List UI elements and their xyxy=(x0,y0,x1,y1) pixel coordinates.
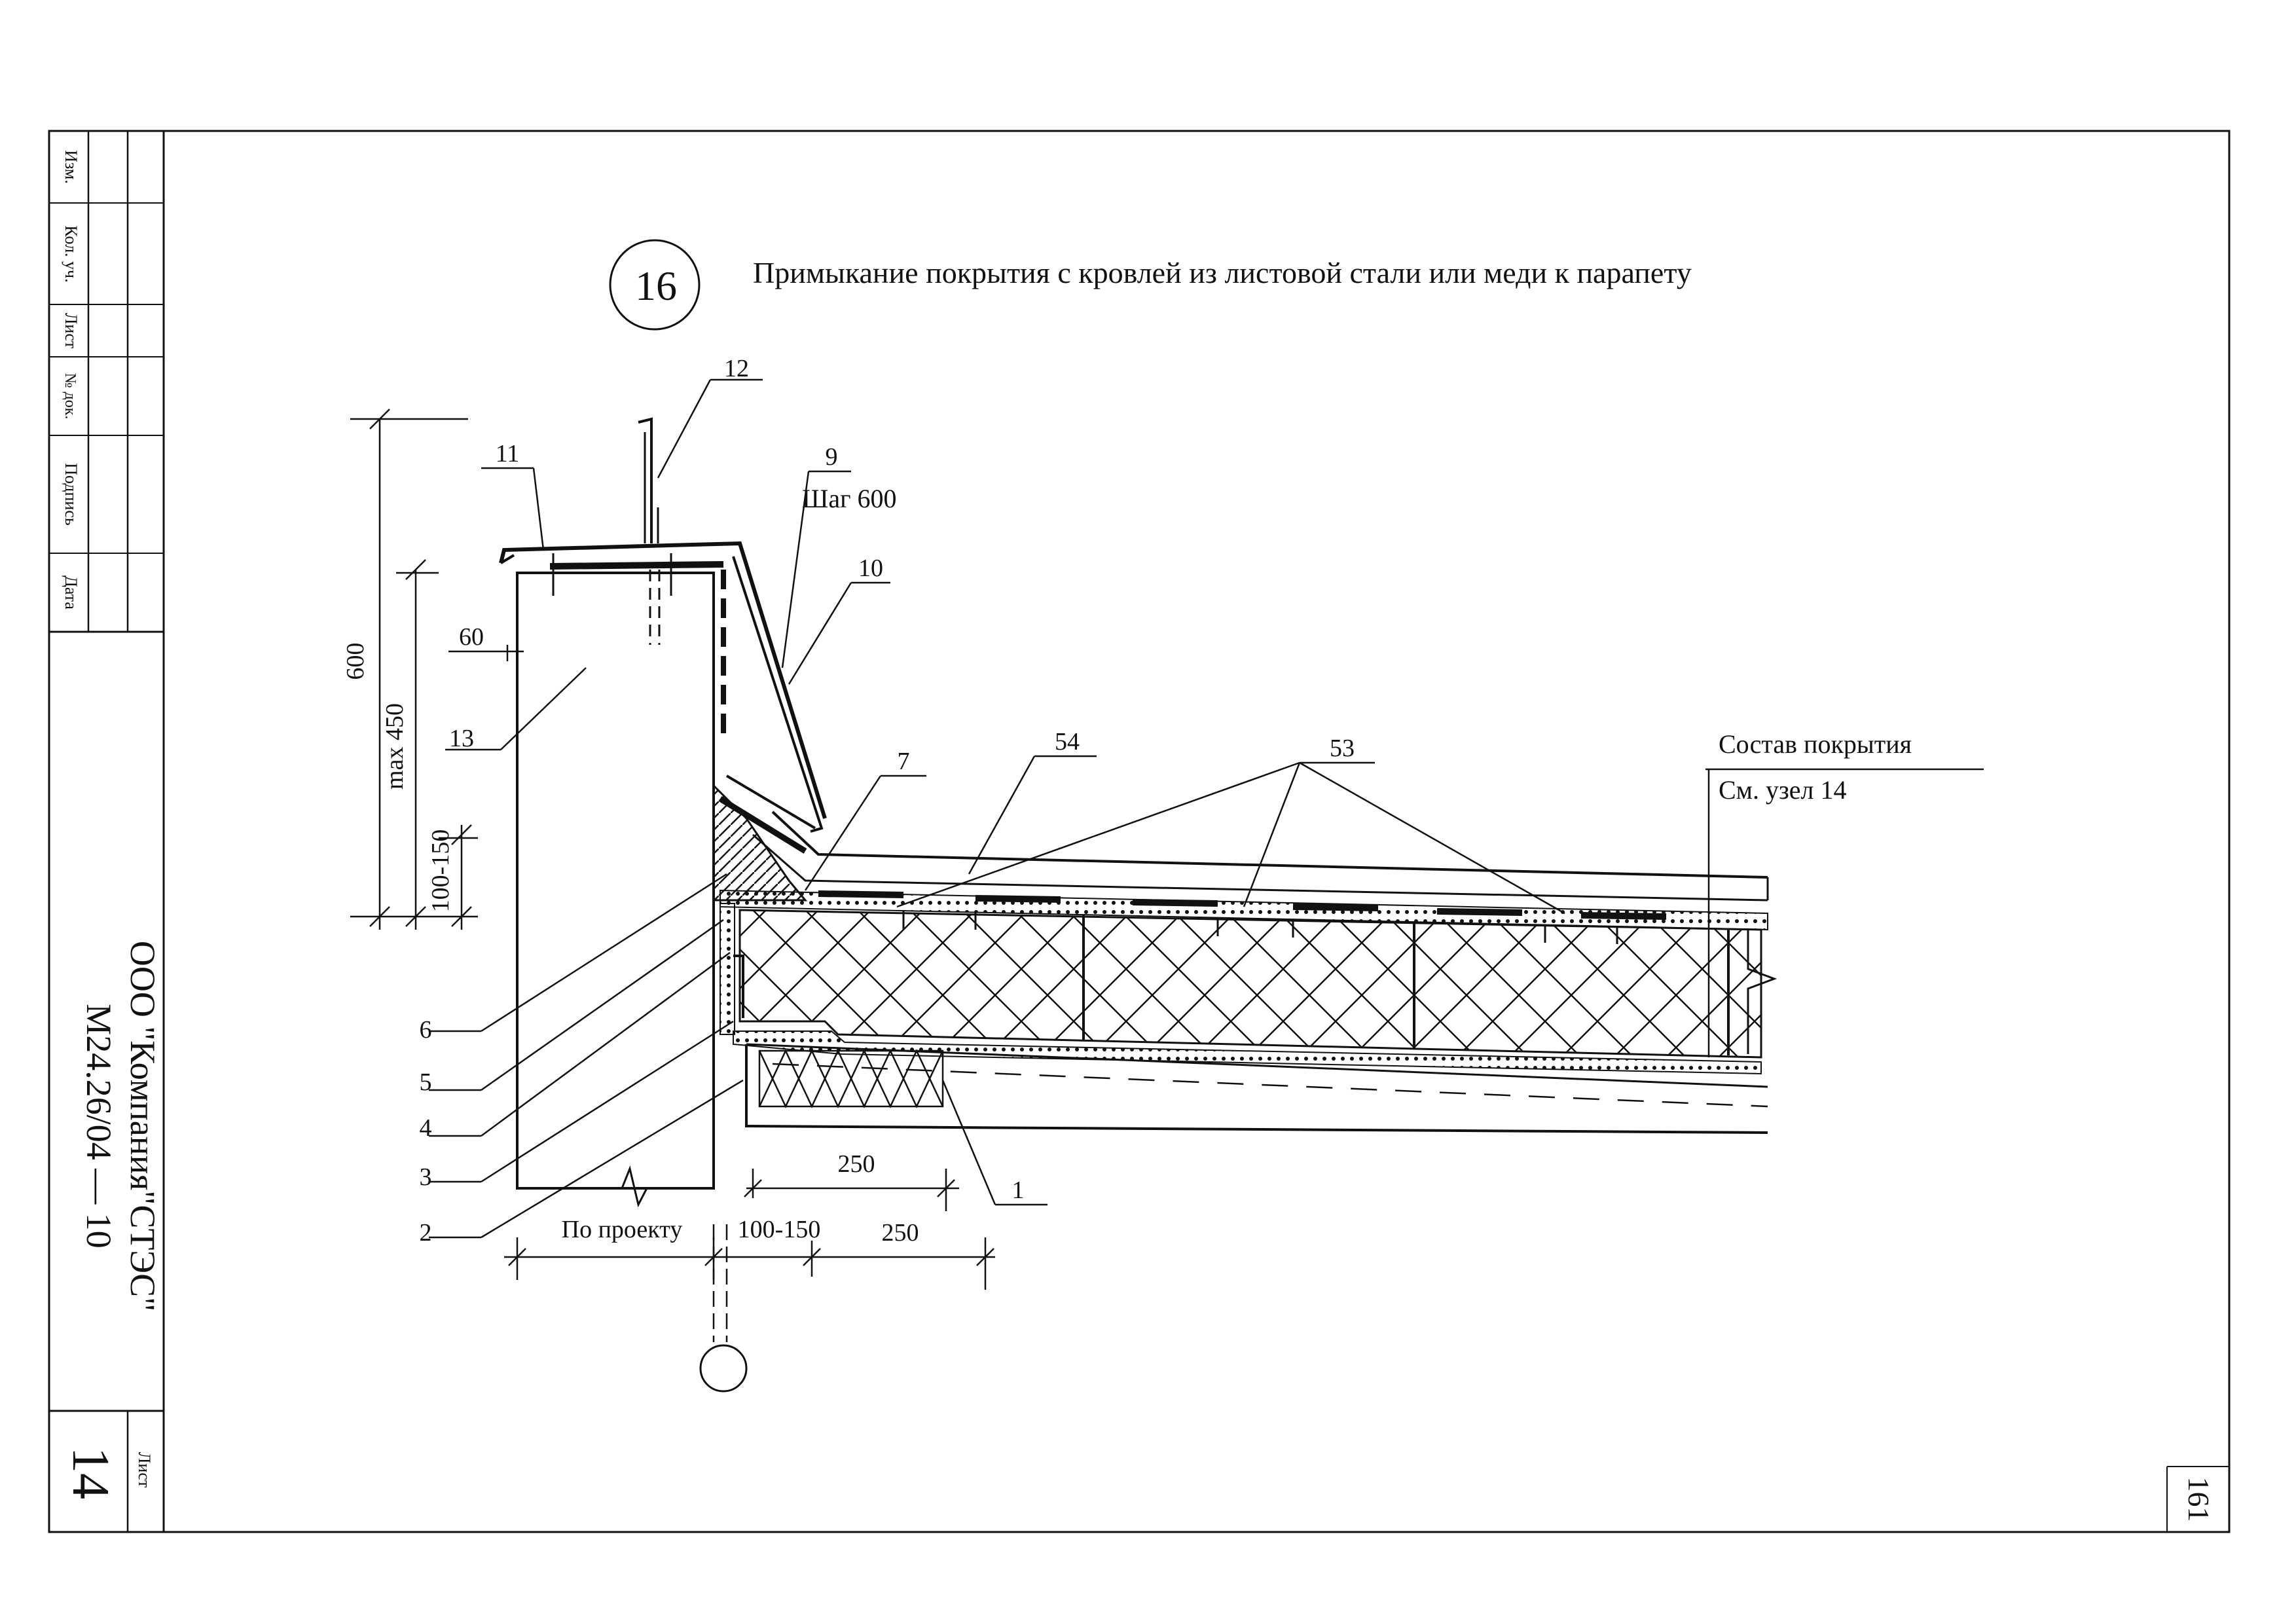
dim-100-150-vertical: 100-150 xyxy=(427,830,454,913)
axis-marker xyxy=(699,1344,748,1393)
side-stamp: Изм. Кол. уч. Лист № док. Подпись Дата О… xyxy=(49,131,164,1532)
dimension-lines xyxy=(350,409,995,1342)
wall-break-line xyxy=(517,1165,714,1208)
callout-53: 53 xyxy=(1330,735,1355,762)
concrete-slab xyxy=(745,1044,1768,1134)
node-number: 16 xyxy=(635,263,677,309)
stamp-col-list: Лист xyxy=(62,313,81,348)
callout-13: 13 xyxy=(449,725,474,752)
document-code: М24.26/04 — 10 xyxy=(79,1004,118,1249)
callout-4: 4 xyxy=(420,1114,432,1142)
sheet-frame xyxy=(48,130,2231,1533)
callout-2: 2 xyxy=(420,1219,432,1247)
callout-11: 11 xyxy=(496,440,520,467)
roof-cover-sheet xyxy=(771,811,1768,879)
composition-title: Состав покрытия xyxy=(1719,729,1912,759)
dim-250-lower: 250 xyxy=(882,1219,919,1247)
detail-drawing: 12 11 9 Шаг 600 10 13 7 54 53 6 5 4 3 2 … xyxy=(342,355,1984,1393)
bracket xyxy=(732,556,824,833)
insulation-layer xyxy=(738,909,1762,1059)
node-number-circle xyxy=(609,239,701,331)
callout-1: 1 xyxy=(1012,1176,1025,1204)
stamp-col-izm: Изм. xyxy=(62,150,81,184)
title-block: 16 Примыкание покрытия с кровлей из лист… xyxy=(609,239,1692,331)
stamp-col-date: Дата xyxy=(62,575,81,610)
callout-5: 5 xyxy=(420,1068,432,1096)
callout-12: 12 xyxy=(724,355,749,382)
dim-max-450: max 450 xyxy=(381,703,409,790)
post-rod xyxy=(638,417,653,543)
company-name: ООО "Компания"СТЭС" xyxy=(123,941,162,1311)
top-board xyxy=(720,889,1768,931)
dim-600: 600 xyxy=(342,643,369,680)
step-note: Шаг 600 xyxy=(802,484,897,513)
sheet-label: Лист xyxy=(135,1452,154,1487)
callout-54: 54 xyxy=(1055,728,1080,756)
page-title: Примыкание покрытия с кровлей из листово… xyxy=(753,256,1692,289)
page-number: 161 xyxy=(2182,1477,2215,1522)
stamp-col-doc-no: № док. xyxy=(62,373,79,420)
callout-9: 9 xyxy=(826,443,838,471)
callout-6: 6 xyxy=(420,1016,432,1044)
stamp-col-kol-uch: Кол. уч. xyxy=(62,225,81,282)
coping-cap xyxy=(499,541,827,819)
callout-10: 10 xyxy=(858,555,883,582)
sheet-number: 14 xyxy=(62,1447,119,1499)
rolled-insulation xyxy=(758,1049,944,1108)
stamp-col-signature: Подпись xyxy=(62,463,81,526)
dim-100-150-horizontal: 100-150 xyxy=(738,1216,821,1243)
dim-by-project: По проекту xyxy=(562,1216,683,1243)
dim-250-upper: 250 xyxy=(838,1150,875,1178)
dim-60: 60 xyxy=(459,623,484,651)
callout-7: 7 xyxy=(898,748,910,775)
leader-lines xyxy=(429,378,1984,1239)
composition-ref: См. узел 14 xyxy=(1719,775,1847,805)
callout-3: 3 xyxy=(420,1163,432,1191)
